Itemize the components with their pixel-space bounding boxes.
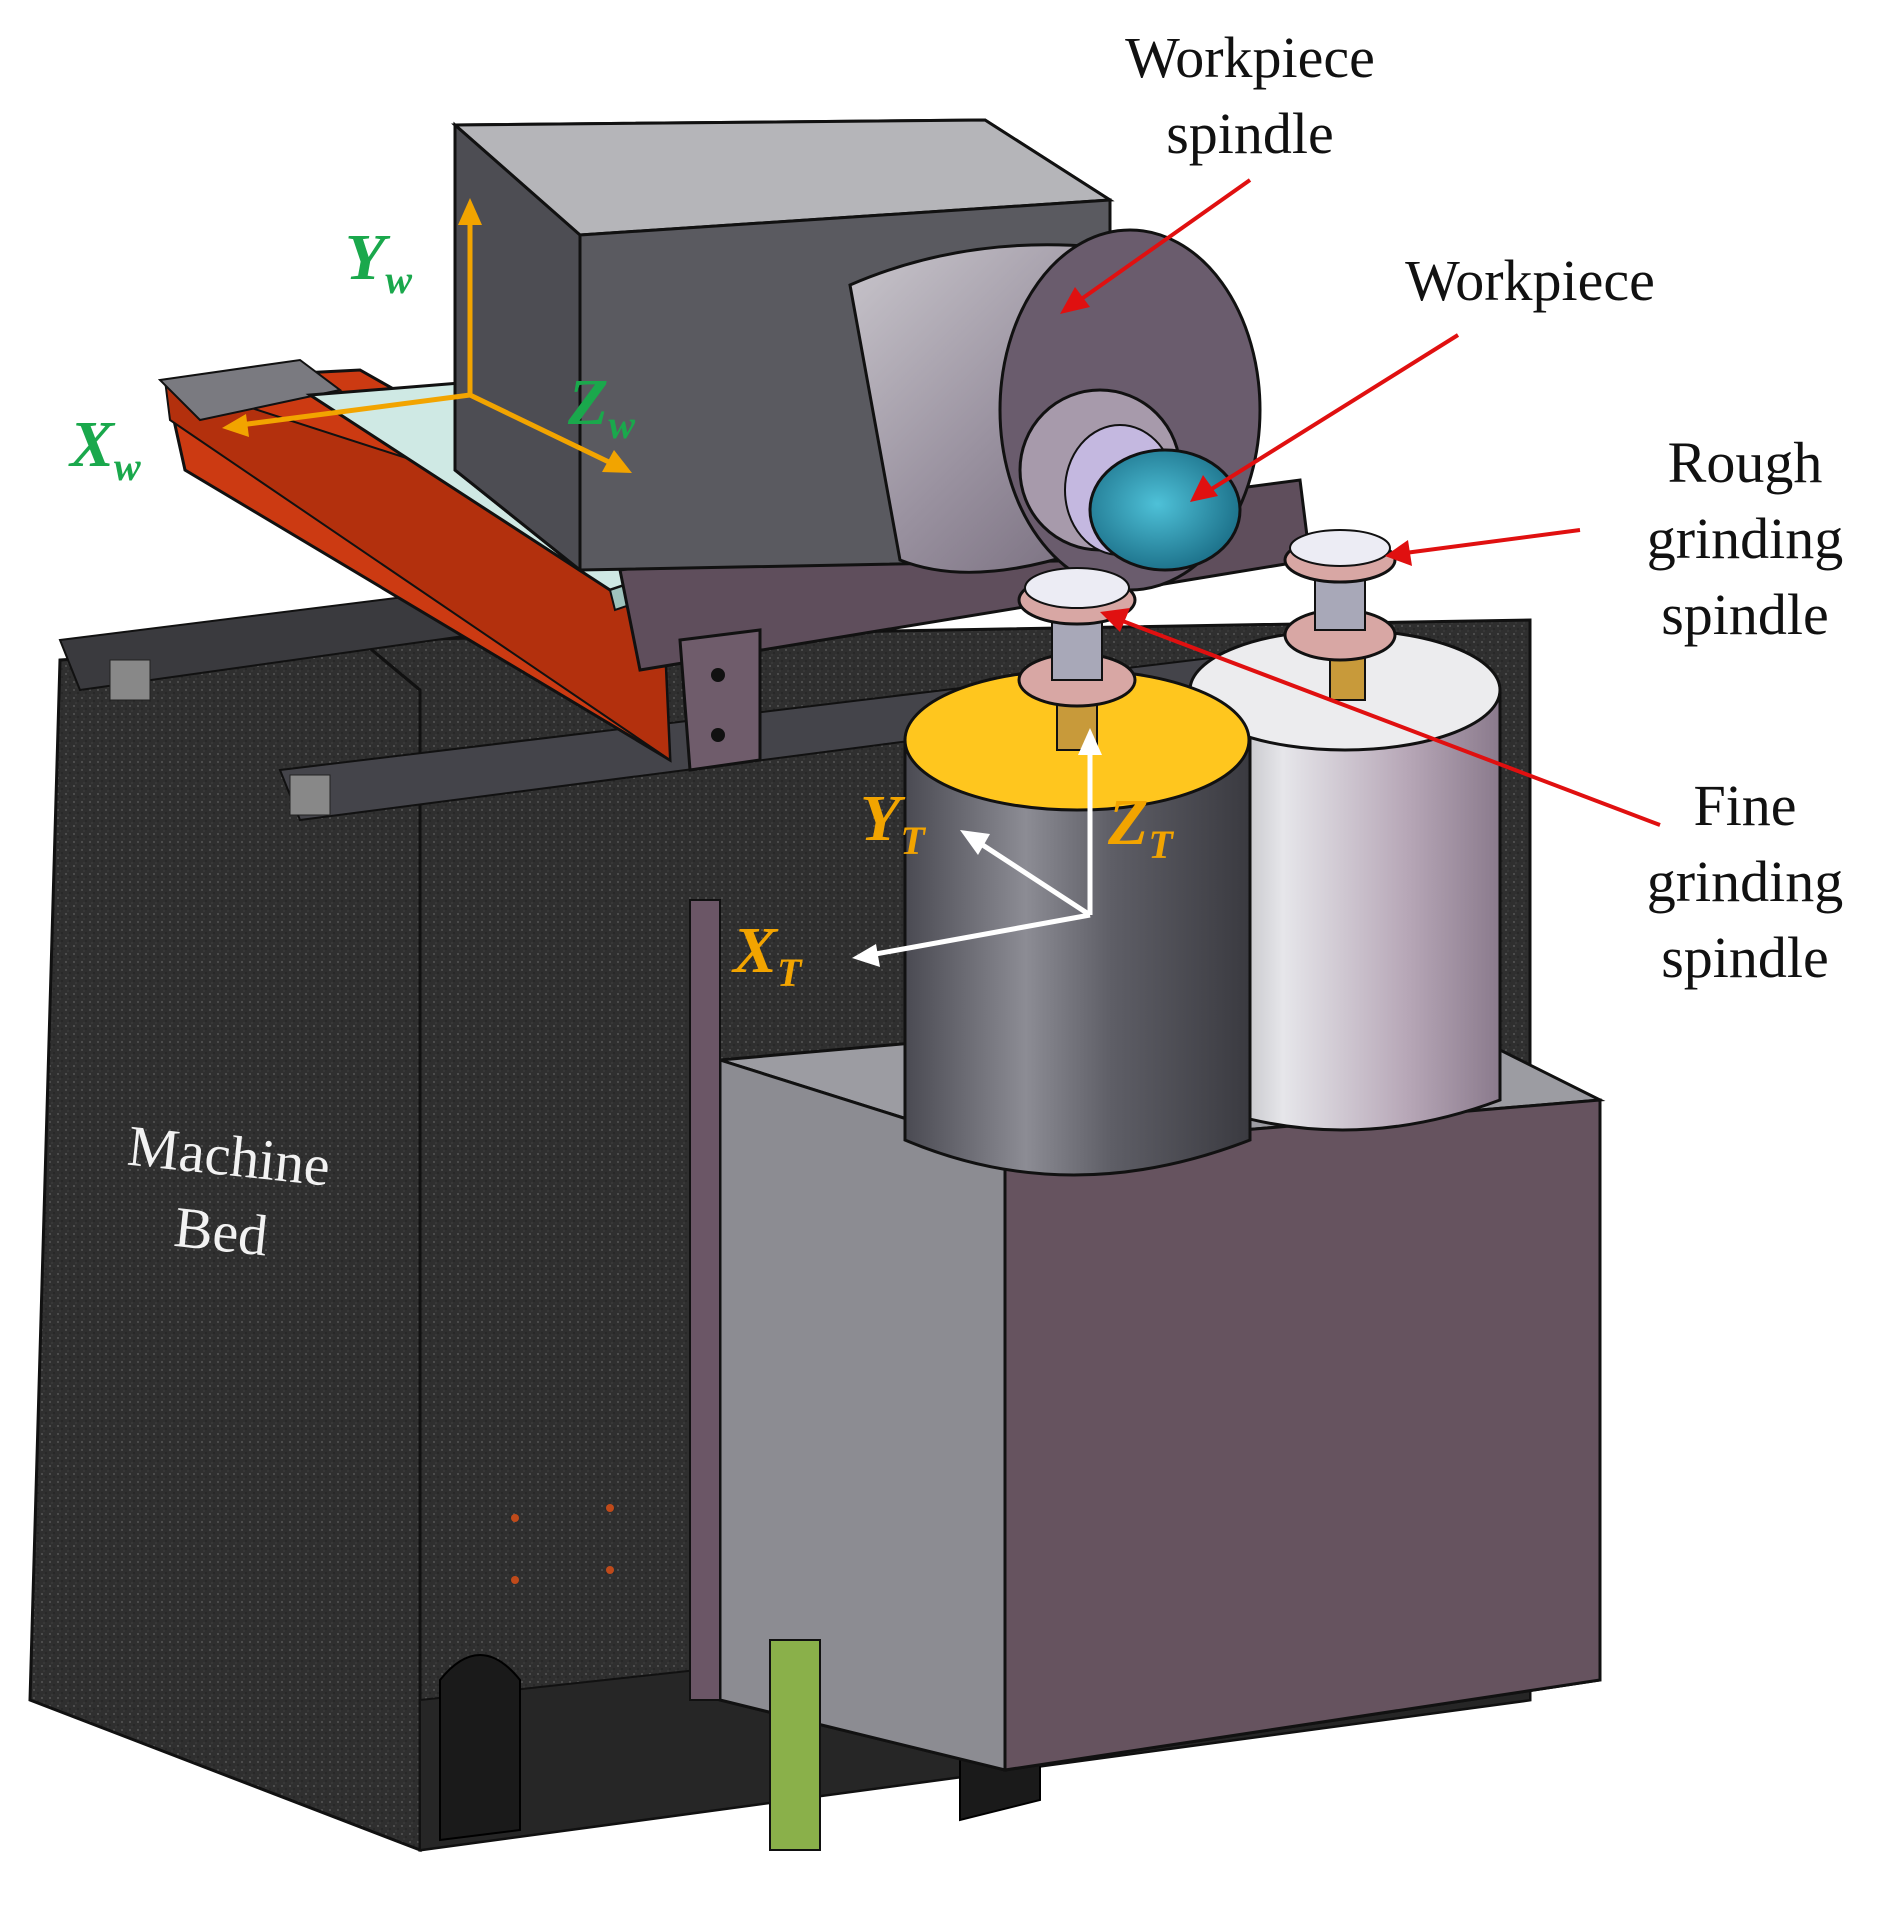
label-line: grinding <box>1646 849 1844 914</box>
leader-workpiece-spindle <box>1078 178 1252 302</box>
axis-subscript: w <box>608 402 636 447</box>
label-workpiece-spindle: Workpiece spindle <box>1080 20 1420 172</box>
axis-letter: X <box>70 408 115 481</box>
axis-subscript: T <box>900 818 925 863</box>
axis-label-zw: Zw <box>568 370 635 458</box>
leader-fine-grinding-spindle <box>1119 618 1661 827</box>
axis-letter: Y <box>345 221 386 294</box>
label-line: spindle <box>1661 582 1829 647</box>
axis-letter: Z <box>568 366 609 439</box>
label-rough-grinding-spindle: Rough grinding spindle <box>1605 425 1885 653</box>
label-line: Fine <box>1693 773 1797 838</box>
axis-label-xt: XT <box>733 918 801 1006</box>
axis-label-zt: ZT <box>1108 790 1173 878</box>
axis-letter: Z <box>1108 786 1149 859</box>
axis-label-yw: Yw <box>345 225 412 313</box>
leader-rough-grinding-spindle <box>1404 528 1581 555</box>
label-line: grinding <box>1646 506 1844 571</box>
axis-label-xw: Xw <box>70 412 141 500</box>
label-line: Workpiece <box>1125 25 1375 90</box>
axis-subscript: w <box>385 257 413 302</box>
label-fine-grinding-spindle: Fine grinding spindle <box>1605 768 1885 996</box>
axis-label-yt: YT <box>860 786 925 874</box>
leader-workpiece <box>1208 333 1460 492</box>
rough-grinding-cylinder <box>1188 529 1502 1132</box>
axis-subscript: T <box>1148 822 1173 867</box>
axis-letter: X <box>733 914 778 987</box>
tool-axes <box>852 728 1102 967</box>
leader-arrows <box>1060 178 1661 827</box>
workpiece-spindle <box>848 228 1262 592</box>
label-line: Rough <box>1667 430 1823 495</box>
label-line: Workpiece <box>1405 248 1655 313</box>
axis-subscript: T <box>777 950 802 995</box>
label-line: spindle <box>1166 101 1334 166</box>
label-line: spindle <box>1661 925 1829 990</box>
workpiece-axes <box>222 198 632 473</box>
label-workpiece: Workpiece <box>1360 243 1700 319</box>
axis-subscript: w <box>114 444 141 489</box>
axis-letter: Y <box>860 782 901 855</box>
workpiece-lens <box>1088 448 1242 572</box>
label-machine-bed: Machine Bed <box>78 1104 372 1284</box>
